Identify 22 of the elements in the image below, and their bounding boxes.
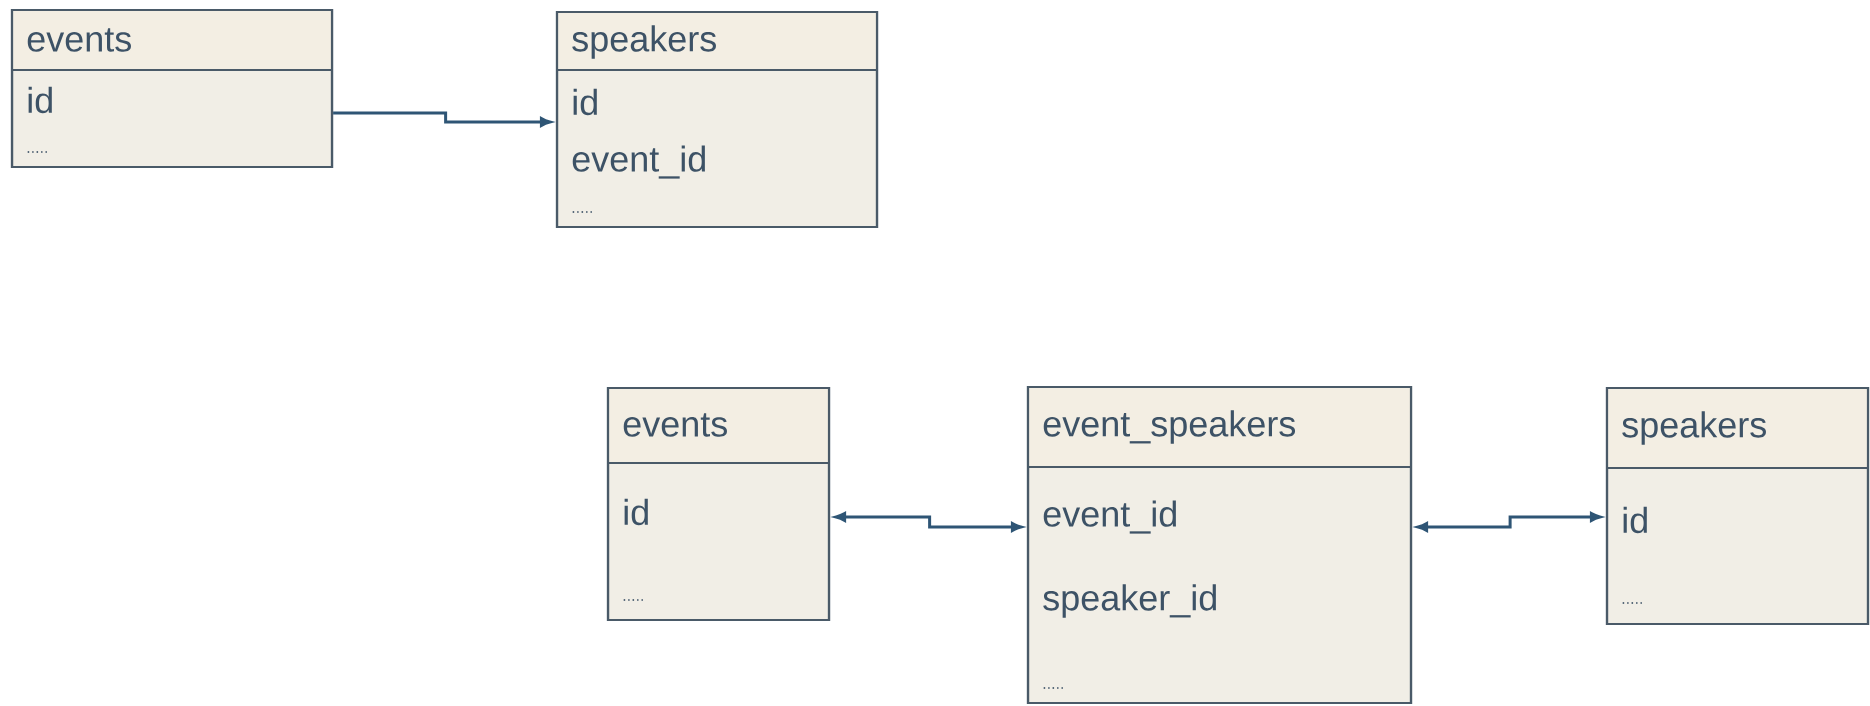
column-name: id: [573, 88, 597, 116]
column-name: event_id: [1043, 500, 1176, 534]
column-name: id: [1623, 506, 1647, 534]
table-name: speakers: [1622, 411, 1766, 445]
table-name: event_speakers: [1043, 410, 1296, 444]
table-box: [555, 10, 879, 229]
table-box: [1605, 386, 1870, 626]
table-box: [606, 386, 831, 622]
table-name: events: [623, 413, 727, 437]
column-name: id: [28, 86, 52, 114]
table-name: events: [27, 28, 131, 52]
column-name: speaker_id: [1043, 584, 1216, 618]
table-name: speakers: [572, 25, 716, 59]
column-name: .....: [27, 151, 47, 153]
table-box: [1026, 385, 1413, 705]
column-name: event_id: [572, 145, 705, 179]
column-name: .....: [572, 211, 592, 213]
column-name: id: [624, 498, 648, 526]
column-name: .....: [1622, 602, 1642, 604]
table-box: [10, 8, 334, 169]
column-name: .....: [623, 599, 643, 601]
column-name: .....: [1043, 687, 1063, 689]
